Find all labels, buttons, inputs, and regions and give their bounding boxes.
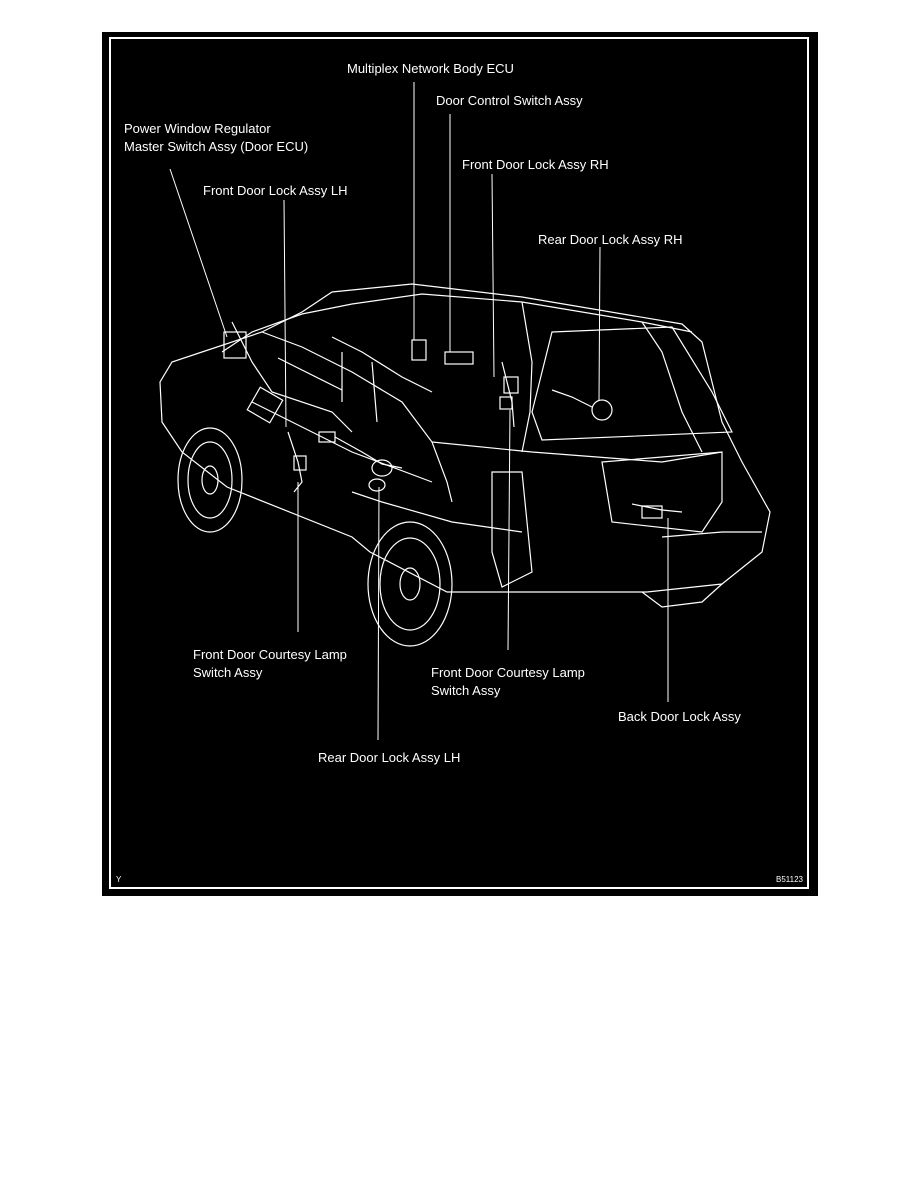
label-power-window-line2: Master Switch Assy (Door ECU) [124,139,309,154]
label-front-courtesy-right-line2: Switch Assy [431,683,501,698]
vehicle-body [159,283,771,608]
diagram-figure: Multiplex Network Body ECU Door Control … [102,32,818,896]
label-rear-door-lock-rh: Rear Door Lock Assy RH [538,232,683,247]
label-rear-door-lock-lh: Rear Door Lock Assy LH [318,750,461,765]
label-front-courtesy-left-line2: Switch Assy [193,665,263,680]
figure-number: B51123 [776,875,803,884]
label-front-door-lock-rh: Front Door Lock Assy RH [462,157,609,172]
rear-wheel [367,521,453,647]
label-multiplex-ecu: Multiplex Network Body ECU [347,61,514,76]
label-front-courtesy-left-line1: Front Door Courtesy Lamp [193,647,347,662]
components [223,331,683,519]
label-power-window-line1: Power Window Regulator [124,121,271,136]
leader-rear-door-lock-rh [598,246,601,401]
front-wheel [177,427,243,533]
leader-front-door-lock-lh [283,199,287,428]
label-back-door-lock: Back Door Lock Assy [618,709,741,724]
label-door-control-switch: Door Control Switch Assy [436,93,583,108]
leader-rear-door-lock-lh [377,486,380,741]
figure-border [109,37,809,889]
vehicle-illustration [159,82,771,741]
leader-front-door-lock-rh [491,173,495,378]
label-front-door-lock-lh: Front Door Lock Assy LH [203,183,348,198]
leader-power-window [169,168,228,338]
leader-lines [169,82,669,741]
corner-code-left: Y [116,875,122,884]
label-front-courtesy-right-line1: Front Door Courtesy Lamp [431,665,585,680]
leader-front-courtesy-right [507,409,511,651]
